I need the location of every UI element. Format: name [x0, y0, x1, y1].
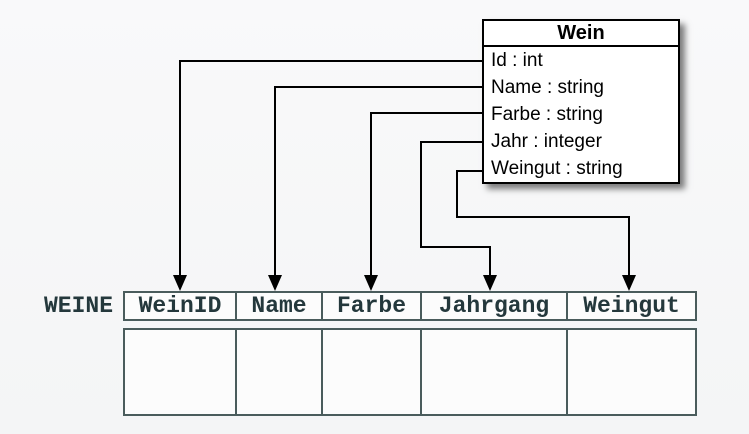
class-title: Wein [484, 21, 678, 47]
mapping-line-weingut-to-weingut [456, 170, 630, 277]
arrowhead-farbe-icon [364, 275, 378, 291]
class-attribute-id: Id : int [491, 50, 543, 71]
column-header-name: Name [237, 293, 323, 319]
arrowhead-name-icon [268, 275, 282, 291]
mapping-line-id-to-weinid [179, 60, 484, 277]
table-name-label: WEINE [43, 293, 113, 319]
empty-cell-farbe [323, 330, 422, 414]
arrowhead-weinid-icon [173, 275, 187, 291]
empty-cell-weinid [125, 330, 237, 414]
empty-cell-jahrgang [422, 330, 568, 414]
arrowhead-weingut-icon [622, 275, 636, 291]
mapping-line-farbe-to-farbe [370, 112, 484, 277]
empty-cell-name [237, 330, 323, 414]
relation-table-header: WeinID Name Farbe Jahrgang Weingut [123, 291, 697, 321]
mapping-line-name-to-name [274, 86, 484, 277]
column-header-weinid: WeinID [125, 293, 237, 319]
class-attribute-weingut: Weingut : string [491, 158, 623, 179]
uml-class-box-wein: Wein Id : int Name : string Farbe : stri… [482, 19, 680, 184]
mapping-line-jahr-to-jahrgang [420, 141, 491, 277]
class-attribute-jahr: Jahr : integer [491, 131, 602, 152]
empty-cell-weingut [568, 330, 695, 414]
relation-table-empty-row [123, 328, 697, 416]
class-attribute-list: Id : int Name : string Farbe : string Ja… [484, 47, 678, 182]
column-header-farbe: Farbe [323, 293, 422, 319]
class-attribute-name: Name : string [491, 77, 604, 98]
arrowhead-jahrgang-icon [483, 275, 497, 291]
column-header-jahrgang: Jahrgang [422, 293, 568, 319]
column-header-weingut: Weingut [583, 293, 680, 319]
class-attribute-farbe: Farbe : string [491, 104, 603, 125]
